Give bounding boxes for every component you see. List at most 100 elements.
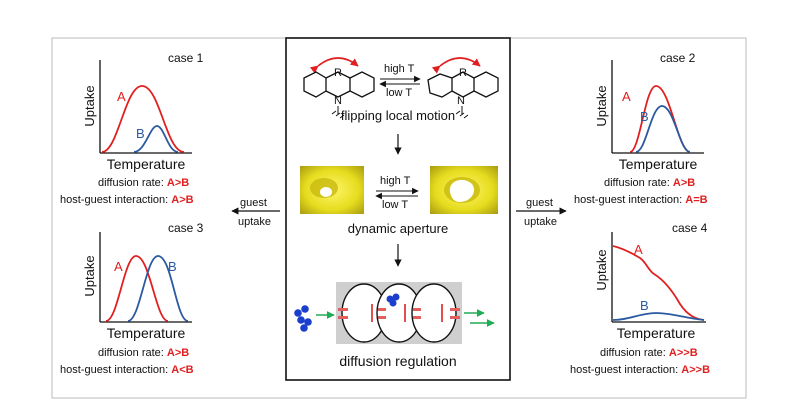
guest-molecules-outside	[294, 305, 312, 332]
case-3-hostguest-prefix: host-guest interaction:	[60, 364, 171, 376]
case-2-label-b: B	[640, 109, 649, 124]
case-2-label-a: A	[622, 89, 631, 104]
case-4-hostguest-prefix: host-guest interaction:	[570, 364, 681, 376]
equilibrium-2: high T low T	[375, 175, 419, 211]
case-2-ylabel: Uptake	[594, 85, 609, 126]
guest-molecule-in-channel-3	[389, 299, 397, 307]
case-1-label-b: B	[136, 126, 145, 141]
aperture-right	[430, 166, 498, 214]
case-1-title: case 1	[168, 51, 204, 65]
case-1-hostguest-line: host-guest interaction: A>B	[60, 194, 194, 206]
molecule-right: R N	[427, 57, 499, 119]
molecule-right-bridge-top	[451, 71, 475, 79]
guest-molecule-5	[300, 324, 308, 332]
case-1-curve-a	[101, 85, 185, 153]
molecule-left-atom-n: N	[334, 95, 342, 107]
case-3-diffusion-line: diffusion rate: A>B	[98, 347, 189, 359]
case-4-diffusion-prefix: diffusion rate:	[600, 347, 669, 359]
right-arrow-label-top: guest	[526, 197, 553, 209]
case-4-title: case 4	[672, 221, 708, 235]
step1-caption: flipping local motion	[341, 108, 455, 123]
case-3-label-b: B	[168, 259, 177, 274]
guest-molecule-1	[294, 309, 302, 317]
right-guest-uptake-arrow: guest uptake	[516, 197, 567, 228]
gate-3-top	[413, 308, 421, 311]
molecule-right-anchor	[455, 106, 469, 119]
case-3-title: case 3	[168, 221, 204, 235]
case-4-curve-a	[612, 245, 705, 321]
case-3-xlabel: Temperature	[107, 325, 186, 341]
case-3-curve-a	[105, 255, 169, 322]
molecule-left: R N	[303, 57, 375, 119]
equilibrium-2-top: high T	[380, 175, 411, 187]
case-3-hostguest-line: host-guest interaction: A<B	[60, 364, 194, 376]
molecule-left-bridge-bottom	[325, 90, 351, 98]
gate-4-top	[450, 308, 460, 311]
molecule-right-flip-arrow	[431, 57, 481, 74]
case-1-xlabel: Temperature	[107, 156, 186, 172]
equilibrium-1: high T low T	[379, 63, 421, 99]
molecule-left-ring-right	[349, 71, 375, 98]
case-4-curve-b	[612, 312, 705, 321]
case-1-hostguest-value: A>B	[171, 194, 193, 206]
case-2-xlabel: Temperature	[619, 156, 698, 172]
case-3-diffusion-prefix: diffusion rate:	[98, 347, 167, 359]
case-1-diffusion-prefix: diffusion rate:	[98, 177, 167, 189]
case-2-diffusion-value: A>B	[673, 177, 695, 189]
case-4-hostguest-value: A>>B	[681, 364, 710, 376]
aperture-right-hole	[449, 179, 475, 202]
case-1-label-a: A	[117, 89, 126, 104]
molecule-left-ring-left	[303, 71, 327, 98]
guest-molecule-in-channel-2	[392, 293, 400, 301]
case-3-label-a: A	[114, 259, 123, 274]
molecule-right-bridge-bottom	[451, 90, 475, 98]
molecule-right-ring-left	[427, 73, 453, 98]
case-4-panel: case 4 Uptake Temperature A B diffusion …	[570, 221, 710, 376]
molecule-left-flip-arrow	[309, 57, 359, 74]
case-3-curve-b	[127, 255, 189, 322]
case-4-diffusion-value: A>>B	[669, 347, 698, 359]
gate-4-bottom	[450, 316, 460, 319]
equilibrium-1-bottom: low T	[386, 87, 412, 99]
guest-molecule-2	[301, 305, 309, 313]
gate-2-top	[378, 308, 386, 311]
guest-molecule-4	[304, 318, 312, 326]
case-1-panel: case 1 Uptake Temperature A B diffusion …	[60, 51, 204, 206]
left-arrow-label-top: guest	[240, 197, 267, 209]
equilibrium-1-top: high T	[384, 63, 415, 75]
equilibrium-2-bottom: low T	[382, 199, 408, 211]
right-arrow-label-bottom: uptake	[524, 216, 557, 228]
molecule-right-atom-r: R	[459, 67, 467, 79]
left-arrow-label-bottom: uptake	[238, 216, 271, 228]
case-2-curve-b	[635, 105, 691, 153]
case-3-panel: case 3 Uptake Temperature A B diffusion …	[60, 221, 204, 376]
molecule-left-anchor	[331, 106, 345, 119]
step3-caption: diffusion regulation	[339, 353, 456, 369]
case-1-ylabel: Uptake	[82, 85, 97, 126]
gate-1-top	[338, 308, 348, 311]
center-panel	[285, 37, 511, 381]
case-2-hostguest-line: host-guest interaction: A=B	[574, 194, 708, 206]
case-4-label-b: B	[640, 298, 649, 313]
case-3-hostguest-value: A<B	[171, 364, 193, 376]
case-2-hostguest-value: A=B	[685, 194, 707, 206]
molecule-left-bridge-top	[325, 71, 351, 79]
case-4-diffusion-line: diffusion rate: A>>B	[600, 347, 698, 359]
case-1-diffusion-value: A>B	[167, 177, 189, 189]
case-2-diffusion-line: diffusion rate: A>B	[604, 177, 695, 189]
molecule-left-atom-r: R	[334, 67, 342, 79]
case-2-diffusion-prefix: diffusion rate:	[604, 177, 673, 189]
case-1-hostguest-prefix: host-guest interaction:	[60, 194, 171, 206]
gate-3-bottom	[413, 316, 421, 319]
case-4-xlabel: Temperature	[617, 325, 696, 341]
left-guest-uptake-arrow: guest uptake	[231, 197, 280, 228]
case-1-diffusion-line: diffusion rate: A>B	[98, 177, 189, 189]
step2-caption: dynamic aperture	[348, 221, 448, 236]
case-3-diffusion-value: A>B	[167, 347, 189, 359]
case-4-ylabel: Uptake	[594, 249, 609, 290]
gate-1-bottom	[338, 316, 348, 319]
gate-2-bottom	[378, 316, 386, 319]
case-4-hostguest-line: host-guest interaction: A>>B	[570, 364, 710, 376]
